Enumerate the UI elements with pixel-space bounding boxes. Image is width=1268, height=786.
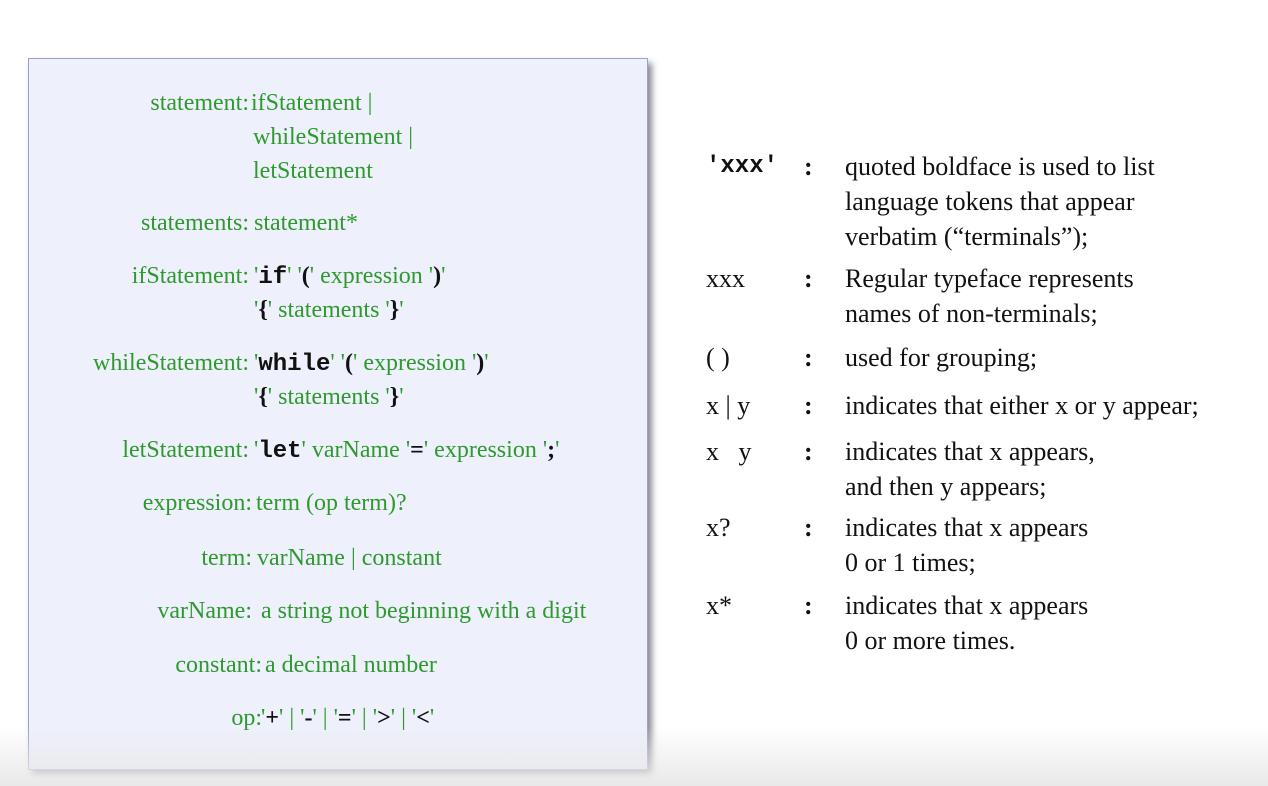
grammar-text: ': [555, 437, 560, 463]
legend-symbol: ( ): [706, 343, 730, 372]
legend-description: names of non-terminals;: [845, 299, 1098, 328]
rule-label: ifStatement:: [131, 263, 249, 289]
grammar-text: whileStatement |: [253, 124, 414, 150]
grammar-text: a string not beginning with a digit: [261, 598, 587, 624]
grammar-text: a decimal number: [265, 652, 437, 678]
rule-label: letStatement:: [122, 437, 249, 463]
rule-definition-line: term (op term)?: [256, 489, 407, 517]
legend-symbol: x*: [706, 591, 732, 620]
grammar-text: statement*: [254, 210, 358, 236]
legend-description: quoted boldface is used to list: [845, 152, 1155, 181]
keyword-token: while: [258, 351, 331, 378]
rule-definition-line: a string not beginning with a digit: [261, 597, 586, 625]
legend-colon: :: [804, 513, 813, 542]
grammar-text: ' expression ': [309, 263, 434, 289]
symbol-token: -: [304, 705, 313, 731]
legend-colon: :: [804, 437, 813, 466]
legend-symbol: 'xxx': [706, 153, 779, 180]
grammar-text: ': [429, 705, 435, 731]
symbol-token: =: [410, 437, 424, 463]
symbol-token: }: [389, 297, 400, 323]
legend-description: indicates that either x or y appear;: [845, 391, 1199, 420]
symbol-token: {: [258, 384, 268, 410]
keyword-token: if: [258, 264, 288, 291]
grammar-box: statement:ifStatement | whileStatement | l…: [28, 58, 648, 770]
rule-definition-line: '{' statements '}': [254, 296, 404, 324]
legend-description: indicates that x appears,: [845, 437, 1095, 466]
legend-description: language tokens that appear: [845, 187, 1135, 216]
legend-symbol: x?: [706, 513, 731, 542]
rule-definition-line: varName | constant: [257, 544, 442, 572]
legend-colon: :: [804, 264, 813, 293]
legend-symbol: x | y: [706, 391, 751, 420]
rule-label: varName:: [157, 598, 252, 624]
legend-description: Regular typeface represents: [845, 264, 1134, 293]
keyword-token: let: [258, 438, 302, 465]
legend-symbol: x y: [706, 437, 752, 466]
legend-description: 0 or more times.: [845, 626, 1016, 655]
grammar-text: ' ': [287, 263, 302, 289]
legend-colon: :: [804, 591, 813, 620]
grammar-text: ': [399, 297, 404, 323]
legend-description: indicates that x appears: [845, 513, 1089, 542]
symbol-token: }: [389, 384, 400, 410]
grammar-text: ifStatement |: [251, 90, 373, 116]
legend-description: verbatim (“terminals”);: [845, 222, 1089, 251]
symbol-token: ;: [547, 437, 556, 463]
legend-description: 0 or 1 times;: [845, 548, 976, 577]
grammar-text: ': [254, 437, 259, 463]
symbol-token: ): [433, 263, 442, 289]
rule-definition-line: 'if' '(' expression ')': [254, 262, 445, 292]
rule-definition-line: whileStatement |: [253, 123, 413, 151]
grammar-text: ' varName ': [301, 437, 411, 463]
grammar-text: ' statements ': [267, 384, 390, 410]
grammar-text: ' ': [330, 350, 345, 376]
rule-label: statement:: [150, 90, 249, 116]
grammar-text: ': [254, 350, 259, 376]
grammar-text: ': [254, 297, 259, 323]
grammar-text: ': [254, 384, 259, 410]
symbol-token: {: [258, 297, 268, 323]
rule-definition-line: '{' statements '}': [254, 383, 404, 411]
grammar-text: ': [254, 263, 259, 289]
rule-label: whileStatement:: [93, 350, 249, 376]
rule-label: expression:: [142, 490, 252, 516]
symbol-token: +: [265, 705, 280, 731]
legend-description: indicates that x appears: [845, 591, 1089, 620]
rule-definition-line: ifStatement |: [251, 89, 372, 117]
symbol-token: >: [377, 705, 391, 731]
symbol-token: <: [416, 705, 430, 731]
rule-definition-line: statement*: [254, 209, 358, 237]
legend-description: and then y appears;: [845, 472, 1047, 501]
symbol-token: ): [476, 350, 485, 376]
grammar-text: letStatement: [253, 158, 373, 184]
symbol-token: (: [345, 350, 353, 376]
rule-definition-line: 'while' '(' expression ')': [254, 349, 489, 379]
rule-label: statements:: [141, 210, 249, 236]
legend-colon: :: [804, 152, 813, 181]
grammar-text: varName | constant: [257, 545, 442, 571]
grammar-text: ' expression ': [353, 350, 477, 376]
rule-definition-line: a decimal number: [265, 651, 437, 679]
rule-definition-line: letStatement: [253, 157, 373, 185]
grammar-text: ': [484, 350, 489, 376]
grammar-text: ': [399, 384, 404, 410]
legend-colon: :: [804, 343, 813, 372]
rule-label: constant:: [175, 652, 262, 678]
grammar-text: ' expression ': [423, 437, 548, 463]
legend-colon: :: [804, 391, 813, 420]
rule-definition-line: 'let' varName '=' expression ';': [254, 436, 559, 466]
rule-label: term:: [201, 545, 252, 571]
grammar-text: term (op term)?: [256, 490, 407, 516]
grammar-text: ': [441, 263, 446, 289]
legend-symbol: xxx: [706, 264, 745, 293]
grammar-text: ' statements ': [267, 297, 390, 323]
legend-description: used for grouping;: [845, 343, 1038, 372]
bottom-shade: [0, 726, 1268, 786]
symbol-token: =: [337, 705, 352, 731]
grammar-text: ': [261, 705, 266, 731]
symbol-token: (: [301, 263, 310, 289]
